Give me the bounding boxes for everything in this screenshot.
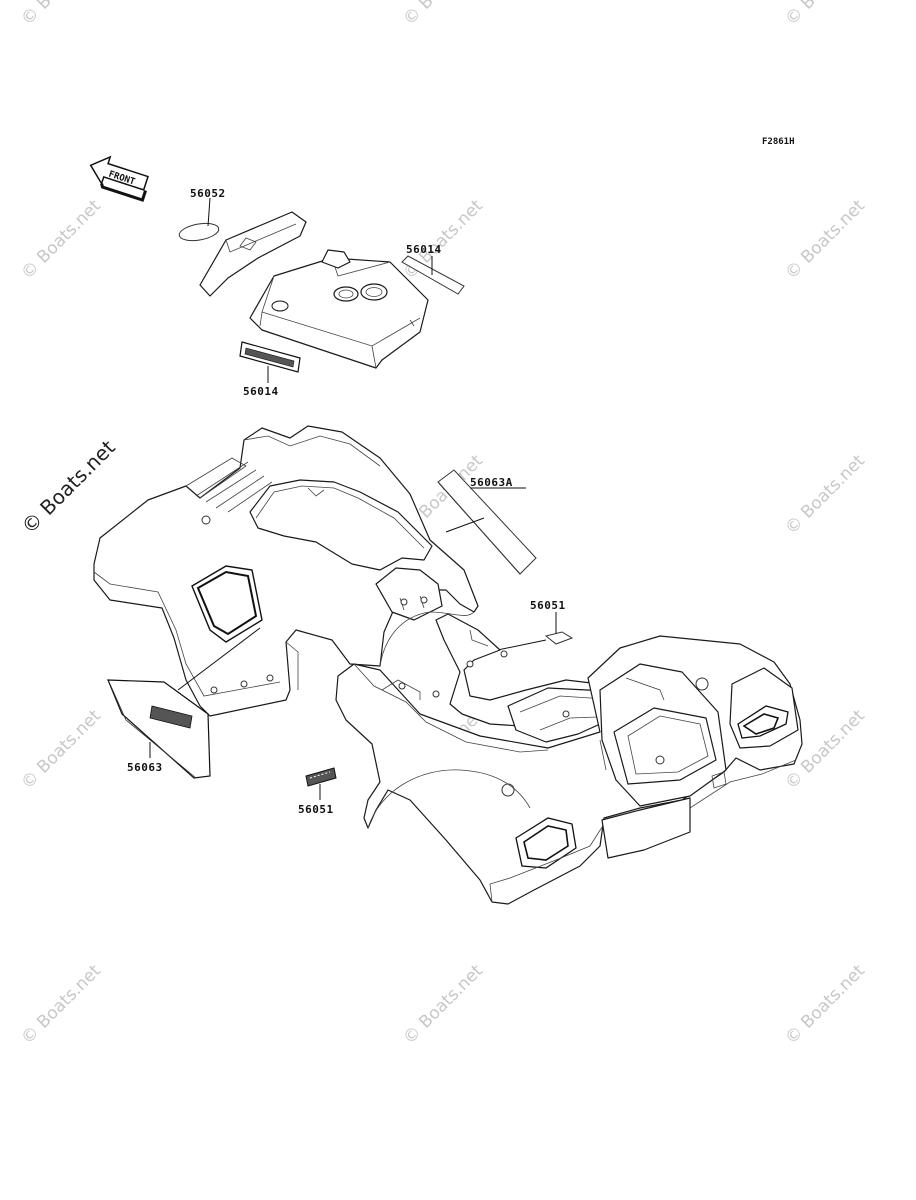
- front-cover-assembly: [199, 211, 429, 369]
- watermark: © Boats.net: [781, 451, 869, 539]
- watermark: © Boats.net: [781, 961, 869, 1049]
- watermark: © Boats.net: [399, 196, 487, 284]
- decal-56014-emblem: [239, 341, 301, 373]
- watermark: © Boats.net: [781, 0, 869, 30]
- watermark: © Boats.net: [17, 196, 105, 284]
- decal-56052: [178, 222, 220, 242]
- decal-56063: [107, 679, 211, 779]
- callout-56014-bottom[interactable]: 56014: [243, 385, 279, 398]
- decal-56051-right: [544, 631, 574, 645]
- callout-56051-right[interactable]: 56051: [530, 599, 566, 612]
- watermark: © Boats.net: [781, 196, 869, 284]
- callout-56014-top[interactable]: 56014: [406, 243, 442, 256]
- watermark: © Boats.net: [17, 435, 120, 538]
- callout-56063[interactable]: 56063: [127, 761, 163, 774]
- figure-code: F2861H: [762, 137, 795, 147]
- callout-56052[interactable]: 56052: [190, 187, 226, 200]
- decal-56014-strip: [401, 255, 465, 295]
- watermark: © Boats.net: [17, 961, 105, 1049]
- watermark: © Boats.net: [399, 0, 487, 30]
- front-arrow-icon: FRONT: [89, 155, 149, 202]
- callout-56051-bottom[interactable]: 56051: [298, 803, 334, 816]
- front-fender: [93, 425, 479, 717]
- decal-56051-bottom: [305, 767, 337, 787]
- watermark: © Boats.net: [17, 0, 105, 30]
- watermark: © Boats.net: [17, 706, 105, 794]
- callout-56063a[interactable]: 56063A: [470, 476, 513, 489]
- rear-fender: [335, 613, 803, 905]
- watermark: © Boats.net: [399, 961, 487, 1049]
